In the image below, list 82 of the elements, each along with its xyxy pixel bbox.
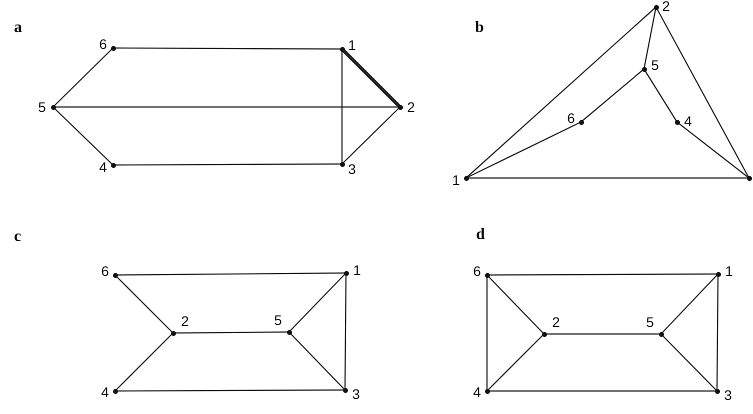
vertex [714, 388, 733, 402]
graph-edge [580, 68, 644, 122]
vertex [472, 384, 490, 400]
vertex-label: 6 [98, 36, 108, 52]
vertex-label: 4 [472, 384, 482, 400]
graph-edge [114, 332, 174, 392]
vertex [340, 38, 357, 52]
graph-edge [115, 272, 346, 276]
graph-edge [52, 106, 114, 166]
panel-letter: b [475, 20, 484, 36]
vertex [340, 162, 357, 176]
vertex [645, 314, 664, 336]
graph-edge [288, 332, 346, 390]
graph-edge [487, 273, 718, 276]
vertex [398, 100, 416, 114]
graph-edge [486, 275, 488, 391]
vertex-label: 1 [347, 38, 357, 52]
vertex-label: 5 [273, 312, 283, 328]
panel-letter: d [476, 227, 485, 243]
graph-edge [466, 6, 656, 178]
graph-edge [114, 274, 174, 334]
vertex-label: 6 [100, 264, 110, 278]
graph-edge [341, 49, 343, 164]
panel-letter: a [14, 20, 22, 36]
vertex [654, 0, 671, 14]
graph-edge [486, 274, 544, 334]
graph-edge [344, 273, 347, 390]
vertex-label: 3 [723, 388, 733, 402]
vertex-label: 4 [98, 160, 108, 174]
vertex [472, 264, 490, 278]
vertex-label: 4 [683, 114, 693, 128]
vertex [273, 312, 292, 334]
graph-edge [288, 272, 346, 332]
graph-edge [342, 106, 400, 164]
vertex [100, 264, 118, 278]
graph-edge [660, 334, 718, 392]
vertex [566, 110, 584, 126]
vertex-label: 2 [551, 314, 561, 330]
graph-edge [716, 274, 719, 391]
vertex [342, 386, 361, 402]
graph-edge [487, 390, 717, 392]
graph-edge [173, 331, 289, 334]
vertex-label: 5 [650, 58, 660, 72]
vertex [98, 160, 116, 174]
vertex [451, 172, 468, 188]
graph-edge [466, 177, 749, 179]
vertex [344, 262, 362, 278]
graph-edge [544, 333, 661, 335]
vertex-label: 5 [645, 314, 655, 330]
vertex-label: 2 [661, 0, 671, 14]
graph-edge [340, 48, 402, 108]
vertex [674, 114, 693, 128]
vertex-label: 1 [451, 172, 461, 188]
graph-edge [676, 122, 750, 178]
vertex-label: 6 [566, 110, 576, 126]
graph-edge [466, 121, 582, 179]
graph-edge [115, 389, 345, 392]
graph-edge [113, 163, 342, 166]
graph-edge [113, 47, 342, 50]
vertex-label: 5 [37, 100, 47, 114]
vertex [716, 264, 734, 278]
vertex [98, 36, 116, 52]
vertex [642, 58, 660, 72]
vertex [100, 384, 118, 400]
vertex-label: 3 [351, 386, 361, 402]
vertex-label: 3 [347, 162, 357, 176]
vertex-label: 2 [406, 100, 416, 114]
graph-edge [486, 334, 544, 392]
vertex [37, 100, 56, 114]
graph-edge [660, 274, 718, 334]
graph-edge [644, 68, 678, 122]
vertex-dot [746, 176, 752, 180]
vertex-label: 4 [100, 384, 110, 400]
vertex [542, 314, 561, 336]
vertex-label: 1 [724, 264, 734, 278]
vertex-label: 2 [180, 314, 190, 328]
vertex-label: 1 [352, 262, 362, 278]
vertex-label: 6 [472, 264, 482, 278]
graph-edge [52, 48, 114, 108]
graph-edge [53, 106, 400, 108]
panel-letter: c [14, 229, 22, 245]
vertex [170, 314, 190, 336]
